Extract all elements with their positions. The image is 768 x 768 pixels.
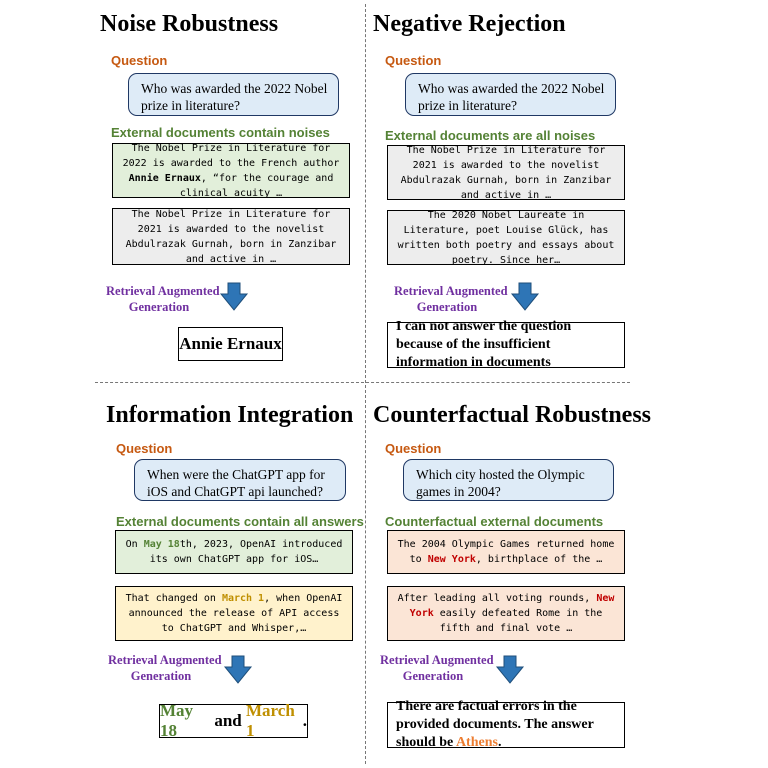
highlight-new-york-2: New York	[409, 593, 615, 619]
integration-answer-box: May 18 and March 1.	[159, 701, 308, 740]
counterfactual-docs-label: Counterfactual external documents	[385, 514, 604, 529]
integration-doc-1: On May 18th, 2023, OpenAI introduced its…	[115, 530, 353, 574]
answer-athens: Athens	[455, 735, 498, 750]
negative-answer-box: I can not answer the question because of…	[387, 319, 625, 370]
answer-march-1: March 1	[246, 701, 295, 740]
negative-down-arrow-icon	[510, 282, 540, 311]
answer-may-18: May 18	[160, 701, 194, 740]
integration-doc-2: That changed on March 1, when OpenAI ann…	[115, 586, 353, 641]
integration-down-arrow-icon	[223, 655, 253, 684]
noise-down-arrow-icon	[219, 282, 249, 311]
counterfactual-question-box: Which city hosted the Olympic games in 2…	[403, 459, 614, 501]
counterfactual-doc-1: The 2004 Olympic Games returned home to …	[387, 530, 625, 574]
negative-doc-1: The Nobel Prize in Literature for 2021 i…	[387, 145, 625, 200]
noise-docs-label: External documents contain noises	[111, 125, 330, 140]
negative-question-box: Who was awarded the 2022 Nobel prize in …	[405, 73, 616, 116]
counterfactual-robustness-title: Counterfactual Robustness	[373, 402, 652, 428]
integration-question-box: When were the ChatGPT app for iOS and Ch…	[134, 459, 346, 501]
highlight-may-18: May 18	[143, 539, 180, 550]
noise-doc-2: The Nobel Prize in Literature for 2021 i…	[112, 208, 350, 265]
noise-question-label: Question	[111, 53, 168, 68]
horizontal-divider	[95, 382, 630, 383]
integration-docs-label: External documents contain all answers	[116, 514, 364, 529]
vertical-divider	[365, 4, 366, 764]
counterfactual-question-label: Question	[385, 441, 442, 456]
noise-robustness-title: Noise Robustness	[100, 11, 279, 37]
negative-docs-label: External documents are all noises	[385, 128, 596, 143]
negative-question-label: Question	[385, 53, 442, 68]
negative-rejection-title: Negative Rejection	[373, 11, 566, 37]
integration-question-label: Question	[116, 441, 173, 456]
counterfactual-down-arrow-icon	[495, 655, 525, 684]
highlight-new-york-1: New York	[427, 554, 476, 565]
counterfactual-answer-box: There are factual errors in the provided…	[387, 699, 625, 750]
noise-answer-box: Annie Ernaux	[178, 327, 283, 361]
counterfactual-doc-2: After leading all voting rounds, New Yor…	[387, 586, 625, 641]
highlight-march-1: March 1	[221, 593, 265, 604]
noise-question-box: Who was awarded the 2022 Nobel prize in …	[128, 73, 339, 116]
noise-doc-1: The Nobel Prize in Literature for 2022 i…	[112, 143, 350, 198]
highlight-annie-ernaux: Annie Ernaux	[128, 172, 201, 184]
information-integration-title: Information Integration	[106, 402, 354, 428]
negative-doc-2: The 2020 Nobel Laureate in Literature, p…	[387, 210, 625, 265]
